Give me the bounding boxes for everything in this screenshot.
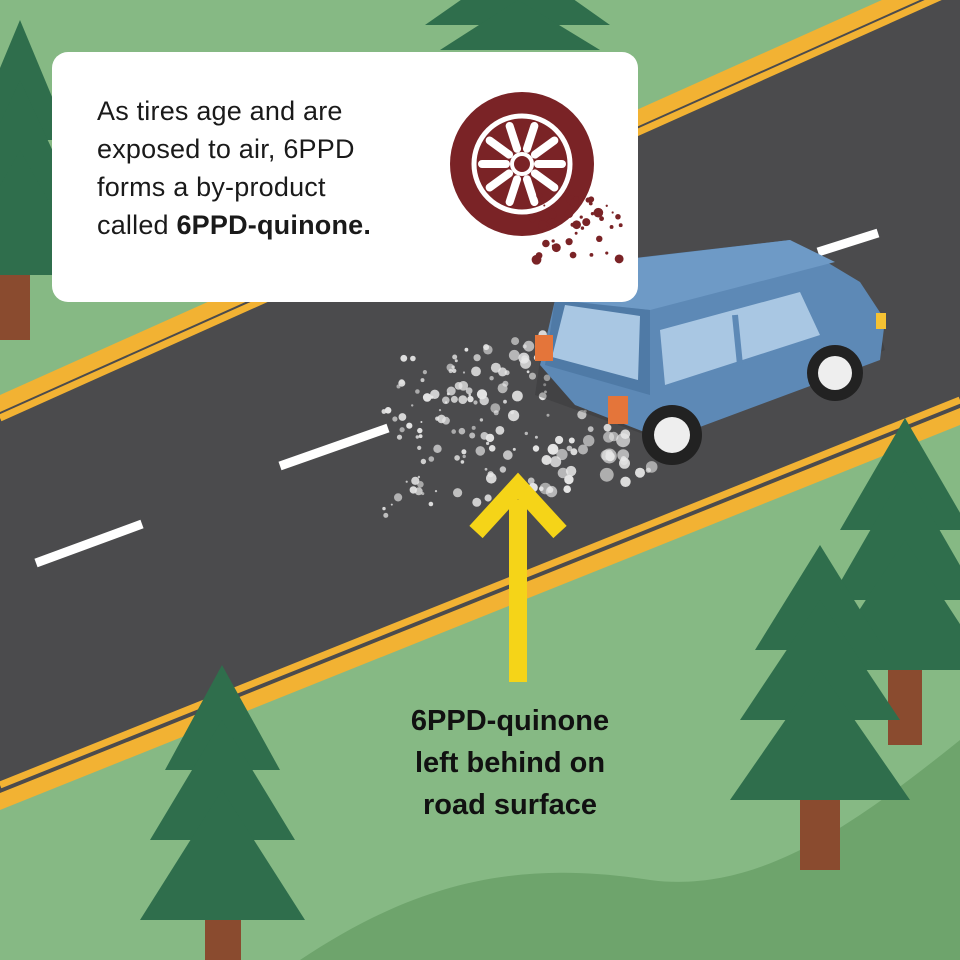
callout-line-last: called 6PPD-quinone. [97, 206, 417, 244]
callout-line: called [97, 210, 177, 240]
road-surface-label: 6PPD-quinone left behind on road surface [360, 700, 660, 826]
label-line: road surface [422, 789, 598, 821]
road-center-dash [278, 423, 390, 471]
info-callout: As tires age and are exposed to air, 6PP… [52, 52, 638, 302]
callout-line: forms a by-product [97, 172, 326, 202]
callout-line: As tires age and are [97, 96, 343, 126]
arrow-up-icon [469, 472, 567, 682]
road-center-dash [34, 519, 144, 568]
road-center-dash [816, 228, 880, 257]
road-edge-line-bottom [0, 396, 960, 789]
label-line: left behind on [414, 747, 606, 779]
car-icon [535, 240, 886, 465]
callout-line: exposed to air, 6PPD [97, 134, 355, 164]
tire-icon [450, 92, 624, 265]
pine-tree-icon [140, 665, 305, 960]
grass-hill [300, 740, 960, 960]
callout-text: As tires age and are exposed to air, 6PP… [97, 92, 417, 244]
pine-tree-icon [730, 545, 910, 870]
label-line: 6PPD-quinone [410, 705, 610, 737]
pine-tree-icon [425, 0, 610, 50]
callout-bold-term: 6PPD-quinone. [176, 210, 372, 240]
